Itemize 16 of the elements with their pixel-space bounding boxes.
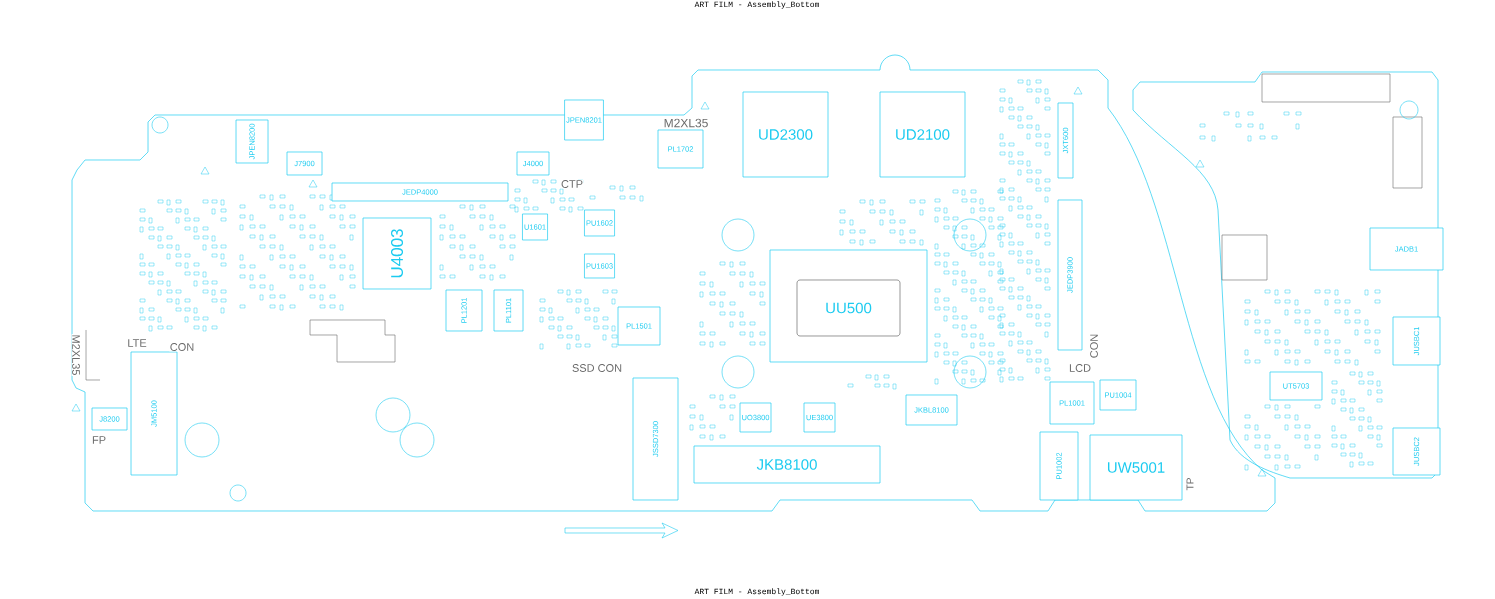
component-box: U4003 [362, 217, 432, 290]
silkscreen-label: LCD [1068, 363, 1092, 373]
silkscreen-label: M2XL35 [663, 118, 709, 128]
silkscreen-label: CON [169, 342, 195, 352]
drawing-title: ART FILM - Assembly_Bottom [694, 1, 819, 9]
component-box: UD2100 [879, 91, 966, 178]
component-box: JKB8100 [693, 445, 881, 484]
silkscreen-label: M2XL35 [71, 334, 81, 376]
drawing-title: ART FILM - Assembly_Bottom [694, 588, 819, 596]
component-box: UW5001 [1089, 434, 1183, 501]
silkscreen-label: FP [91, 435, 107, 445]
component-box: UU500 [796, 279, 901, 337]
silkscreen-label: CON [1089, 333, 1099, 359]
silkscreen-label: SSD CON [571, 363, 623, 373]
component-box: UD2300 [742, 91, 829, 178]
silkscreen-label: CTP [560, 179, 584, 189]
